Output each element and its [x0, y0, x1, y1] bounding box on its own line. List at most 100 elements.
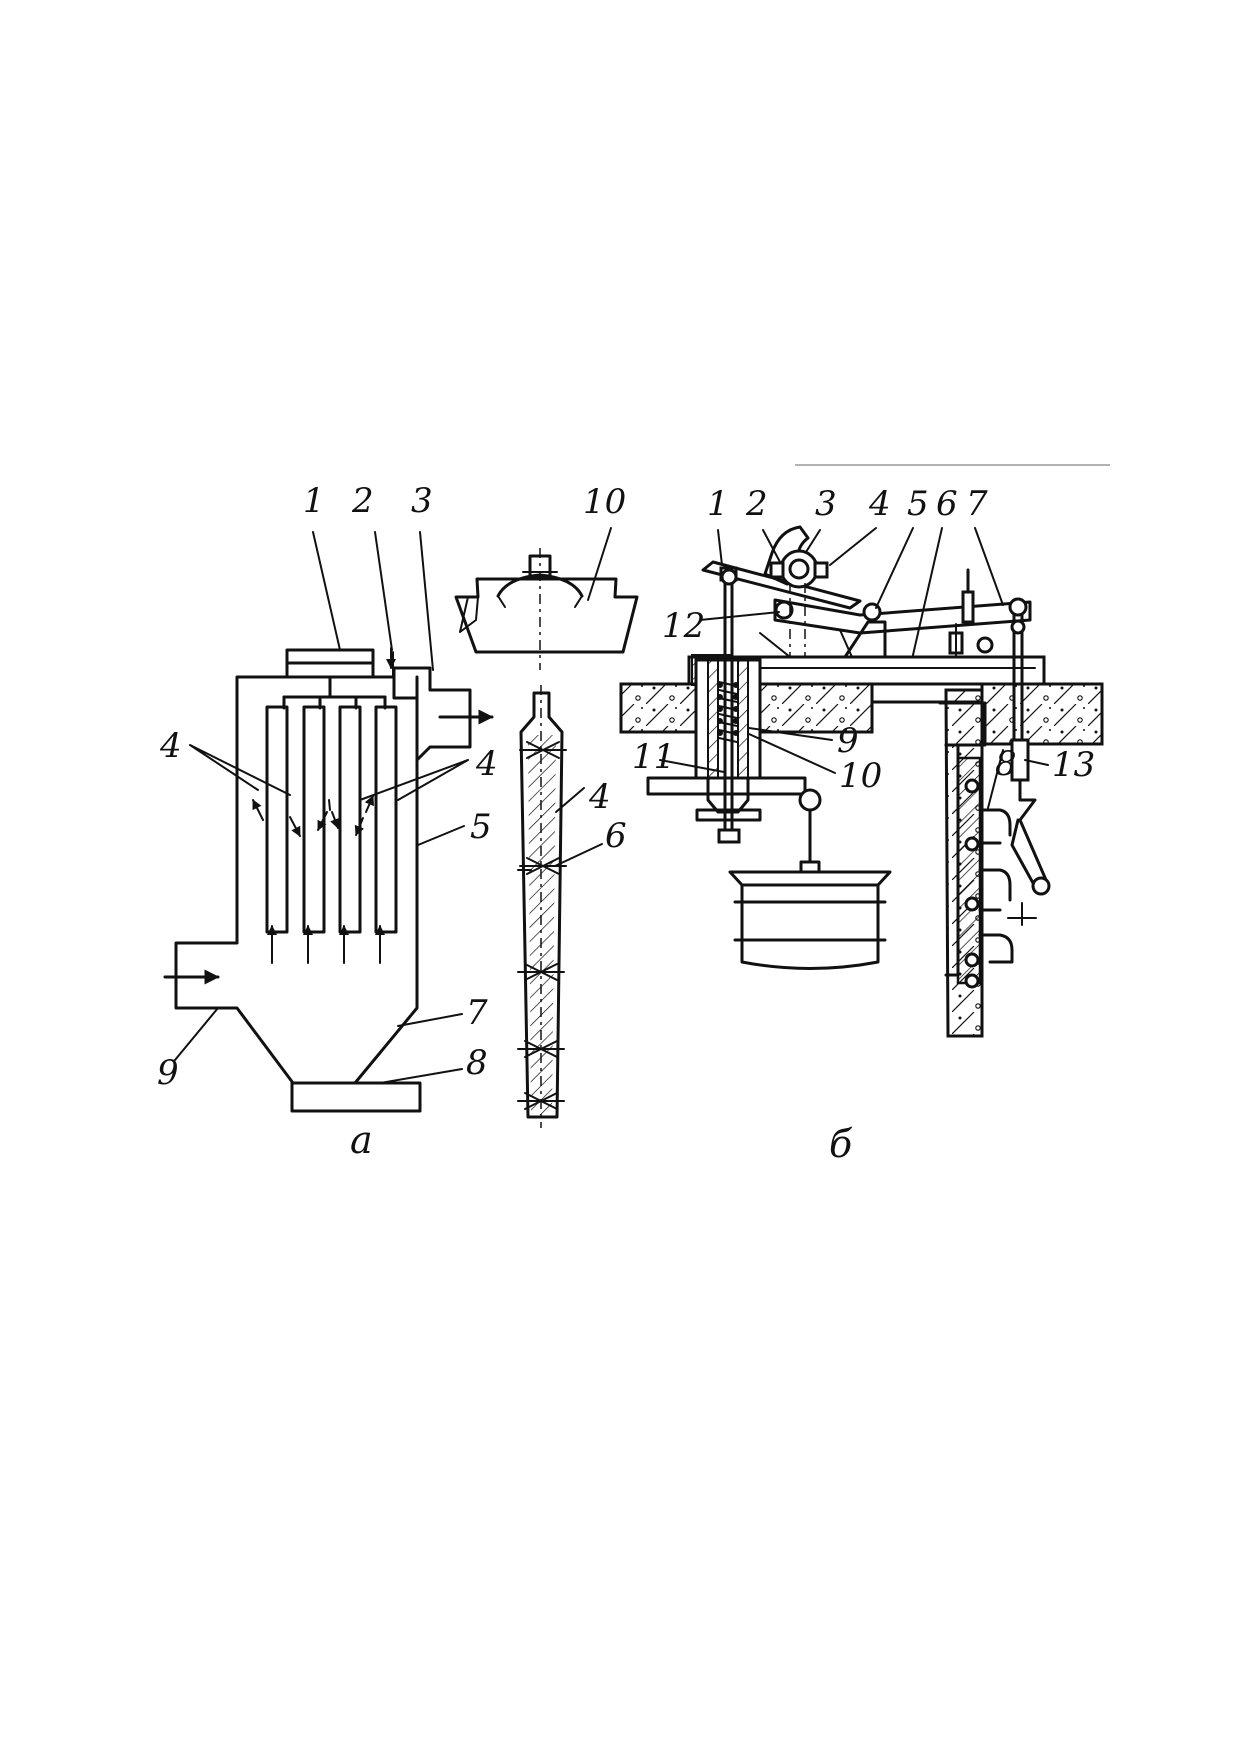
leader-b-3: [805, 529, 821, 553]
label-b-13: 13: [1052, 745, 1095, 785]
label-b-7: 7: [966, 484, 988, 524]
lever-long: [773, 598, 1032, 635]
label-b-6: 6: [936, 484, 958, 524]
leader-4-right: [359, 759, 469, 801]
label-b-1: 1: [707, 484, 729, 524]
electrode-head: [454, 577, 639, 654]
leader-b-13: [1024, 759, 1049, 766]
housing-wall-l: [707, 659, 719, 779]
leader-2: [374, 531, 393, 651]
leader-b-8: [987, 749, 1004, 809]
housing-bottom: [706, 776, 750, 814]
label-a-3: 3: [411, 481, 433, 521]
label-a-2: 2: [351, 481, 374, 521]
spring-housing: [694, 658, 762, 780]
leader-b-9: [748, 727, 833, 741]
bracket-lines: [759, 629, 853, 658]
concrete-slab-right: [980, 682, 1104, 746]
rod-7-body: [961, 590, 975, 624]
spring: [718, 681, 738, 743]
leader-9: [174, 1007, 219, 1061]
pivot-1: [720, 568, 738, 586]
support-bracket: [843, 620, 887, 659]
electrode-hatch: [528, 735, 556, 1115]
ion-arrow: [317, 811, 328, 831]
hammer-guide: [789, 583, 806, 657]
pivot-12: [774, 600, 794, 620]
label-b-8: 8: [995, 744, 1017, 784]
label-b-9: 9: [837, 721, 859, 761]
leader-b-5: [875, 527, 914, 609]
leader-b-4: [829, 527, 877, 566]
leader-3: [419, 531, 434, 671]
label-b-10: 10: [839, 756, 882, 796]
anvils: [964, 778, 1014, 989]
linkage-pivot: [1031, 876, 1051, 896]
label-b-4: 4: [868, 484, 891, 524]
housing-wall-r: [737, 659, 749, 779]
label-b-2: 2: [745, 484, 768, 524]
leader-e-4: [555, 787, 585, 813]
leader-b-10: [748, 733, 836, 774]
leader-7: [397, 1013, 463, 1027]
diagram-b: [619, 525, 1104, 1038]
ion-arrow: [289, 816, 301, 837]
arm-pulley: [798, 788, 822, 812]
label-e-4: 4: [588, 777, 611, 817]
weight-lid: [728, 870, 892, 887]
head-ear: [459, 596, 479, 633]
leader-5: [417, 825, 465, 846]
collecting-electrode: [265, 705, 289, 934]
label-e-10: 10: [583, 482, 626, 522]
weight-drum: [740, 883, 880, 970]
hammer-hub-inner: [788, 558, 810, 580]
leader-8: [379, 1068, 463, 1084]
leader-b-2: [762, 529, 781, 563]
linkage-arm: [1010, 778, 1048, 894]
leader-b-7: [974, 527, 1004, 606]
label-a-5: 5: [470, 807, 492, 847]
electrode-spikes: [517, 741, 567, 1110]
label-a-4-right: 4: [475, 744, 498, 784]
collecting-electrode: [338, 705, 362, 934]
linkage-foot: [1007, 902, 1037, 926]
leader-b-6: [912, 527, 943, 656]
lever-top: [701, 560, 862, 610]
label-b-5: 5: [907, 484, 929, 524]
leader-1: [312, 531, 341, 651]
leader-e-6: [554, 843, 603, 867]
outlet-duct: [392, 666, 472, 762]
hammer-bolt-r: [813, 561, 829, 579]
wall-corner: [938, 701, 987, 747]
ion-arrow: [252, 799, 264, 821]
spring-dots: [717, 682, 739, 736]
caption-b: б: [829, 1122, 853, 1166]
diagram-a: [163, 531, 494, 1113]
leader-b-12: [699, 611, 780, 621]
hammer-bolt-l: [769, 561, 785, 579]
caption-a: а: [350, 1118, 373, 1162]
leader-e-10: [587, 527, 612, 601]
label-a-9: 9: [157, 1053, 179, 1093]
label-b-12: 12: [662, 606, 705, 646]
label-a-8: 8: [466, 1043, 488, 1083]
ion-arrow: [364, 795, 374, 813]
rod-13-eye-top: [1008, 597, 1028, 617]
label-e-6: 6: [605, 816, 627, 856]
leader-4-left: [189, 744, 291, 796]
label-b-3: 3: [815, 484, 837, 524]
pin-eye: [976, 636, 994, 654]
label-a-7: 7: [466, 993, 488, 1033]
electrode-rod: [519, 691, 564, 1119]
housing-foot: [695, 808, 762, 822]
leader-b-1: [717, 529, 723, 566]
electrode-detail: [454, 527, 639, 1128]
label-a-4-left: 4: [159, 726, 182, 766]
ion-arrow: [328, 799, 331, 811]
head-clamp: [497, 595, 583, 608]
rod-13-eye: [1010, 619, 1026, 635]
leader-b-11: [659, 759, 725, 773]
ion-arrow: [354, 817, 365, 836]
